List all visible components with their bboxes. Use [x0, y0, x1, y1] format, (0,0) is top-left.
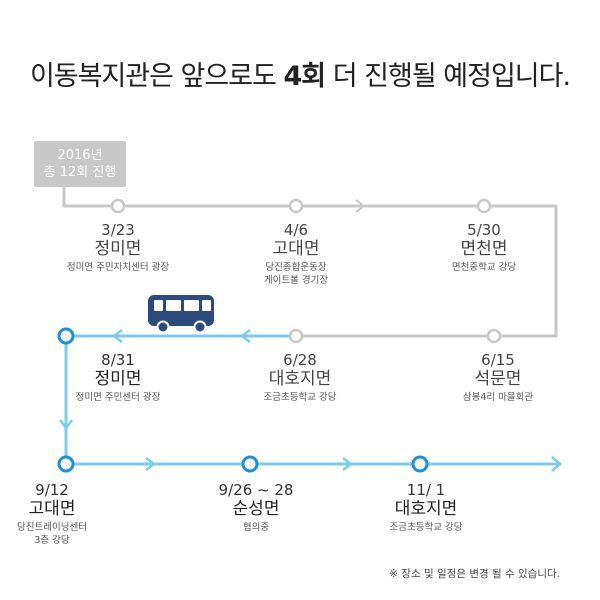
schedule-change-note: ※ 장소 및 일정은 변경 될 수 있습니다.: [389, 568, 560, 580]
upcoming-route-line: [64, 334, 558, 466]
stop-0926: 9/26 ~ 28 순성면 협의중: [219, 482, 294, 534]
stop-venue: 삼봉4리 마을회관: [463, 391, 533, 404]
stop-place: 정미면: [94, 239, 142, 259]
stop-venue-line: 면천중학교 강당: [451, 262, 517, 273]
stop-venue-line: 정미면 주민자치센터 광장: [66, 262, 170, 273]
stop-place: 고대면: [28, 499, 76, 519]
arrow-right-icon: [551, 456, 562, 472]
stop-node-upcoming: [57, 327, 75, 345]
stop-venue-line: 게이트볼 경기장: [263, 275, 329, 286]
past-route: [62, 187, 558, 338]
stop-venue: 당진종합운동장 게이트볼 경기장: [264, 261, 328, 287]
arrow-left-icon: [239, 329, 251, 343]
arrow-down-icon: [59, 419, 73, 431]
arrow-right-icon: [145, 457, 157, 471]
stop-place: 석문면: [474, 369, 522, 389]
stop-venue: 조금초등학교 강당: [264, 391, 337, 404]
stop-0912: 9/12 고대면 당진트레이닝센터 3층 강당: [17, 482, 87, 547]
badge-year: 2016년: [57, 148, 103, 163]
stop-venue: 정미면 주민센터 광장: [76, 391, 161, 404]
headline-count: 4회: [283, 61, 327, 92]
stop-date: 9/26 ~ 28: [218, 481, 294, 499]
stop-0628: 6/28 대호지면 조금초등학교 강당: [264, 352, 337, 404]
stop-place: 고대면: [272, 239, 320, 259]
stop-date: 3/23: [101, 221, 135, 239]
stop-1101: 11/ 1 대호지면 조금초등학교 강당: [390, 482, 463, 534]
stop-venue-line: 정미면 주민센터 광장: [75, 392, 161, 403]
stop-node: [476, 198, 492, 214]
stop-venue-line: 삼봉4리 마을회관: [462, 392, 534, 403]
arrow-left-icon: [111, 329, 123, 343]
stop-venue-line: 당진종합운동장: [265, 262, 327, 273]
past-route-line: [62, 187, 558, 338]
stop-place: 순성면: [232, 499, 280, 519]
stop-venue: 면천중학교 강당: [452, 261, 516, 274]
stop-venue: 조금초등학교 강당: [390, 521, 463, 534]
headline: 이동복지관은 앞으로도 4회 더 진행될 예정입니다.: [0, 54, 600, 93]
stop-date: 9/12: [35, 481, 69, 499]
stop-0406: 4/6 고대면 당진종합운동장 게이트볼 경기장: [264, 222, 328, 287]
stop-node: [110, 198, 126, 214]
stop-venue-line: 협의중: [242, 522, 270, 533]
stop-venue: 협의중: [219, 521, 294, 534]
arrow-right-icon: [342, 457, 354, 471]
arrow-right-icon: [355, 199, 366, 213]
stop-date: 6/15: [481, 351, 515, 369]
stop-0615: 6/15 석문면 삼봉4리 마을회관: [463, 352, 533, 404]
stop-node: [288, 328, 304, 344]
stop-venue: 정미면 주민자치센터 광장: [67, 261, 169, 274]
upcoming-route: [64, 334, 558, 466]
stop-node-upcoming: [57, 455, 75, 473]
stop-place: 정미면: [94, 369, 142, 389]
stop-date: 11/ 1: [406, 481, 446, 499]
stop-date: 5/30: [467, 221, 501, 239]
stop-venue-line: 조금초등학교 강당: [263, 392, 337, 403]
stop-node-upcoming: [411, 455, 429, 473]
stop-0831: 8/31 정미면 정미면 주민센터 광장: [76, 352, 161, 404]
stop-node: [288, 198, 304, 214]
stop-0323: 3/23 정미면 정미면 주민자치센터 광장: [67, 222, 169, 274]
stop-place: 대호지면: [394, 499, 458, 519]
stop-place: 면천면: [460, 239, 508, 259]
stop-date: 4/6: [283, 221, 309, 239]
badge-count: 총 12회 진행: [43, 165, 117, 180]
bus-icon: [148, 295, 214, 334]
stop-venue: 당진트레이닝센터 3층 강당: [17, 521, 87, 547]
stop-node-upcoming: [241, 455, 259, 473]
stop-venue-line: 당진트레이닝센터: [17, 522, 87, 533]
stop-date: 8/31: [101, 351, 135, 369]
stop-place: 대호지면: [268, 369, 332, 389]
headline-before: 이동복지관은 앞으로도: [29, 61, 284, 92]
stop-venue-line: 3층 강당: [34, 535, 70, 546]
headline-after: 더 진행될 예정입니다.: [325, 61, 571, 92]
year-summary-badge: 2016년 총 12회 진행: [34, 141, 126, 187]
stop-date: 6/28: [283, 351, 317, 369]
stop-venue-line: 조금초등학교 강당: [389, 522, 463, 533]
stop-0530: 5/30 면천면 면천중학교 강당: [452, 222, 516, 274]
stop-node: [486, 328, 502, 344]
